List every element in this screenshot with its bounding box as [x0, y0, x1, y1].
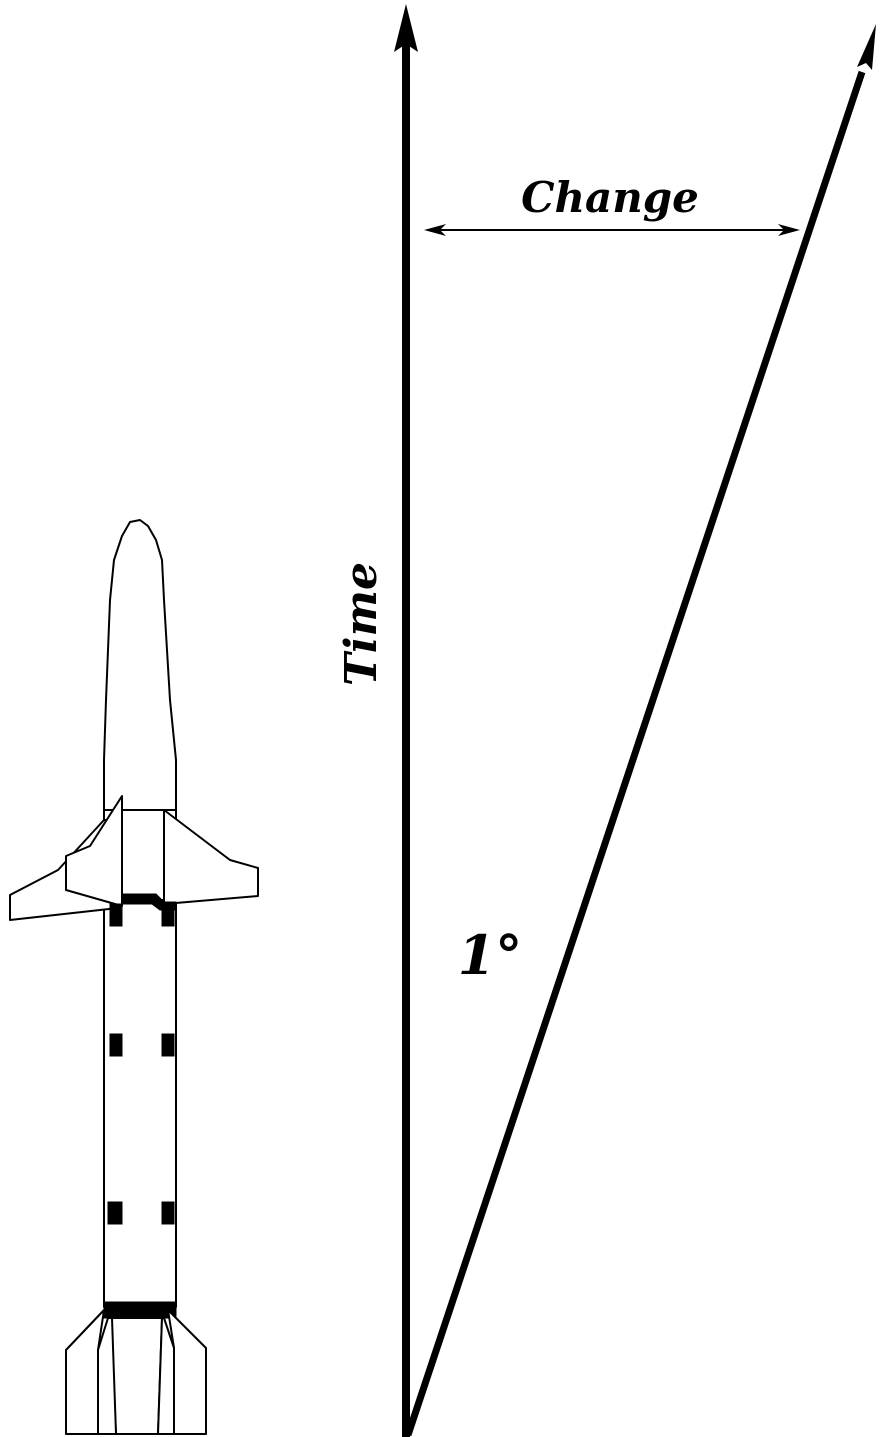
- change-arrow-right-head: [778, 224, 800, 236]
- deviated-trajectory: [404, 24, 876, 1437]
- rocket-right-wing: [163, 809, 259, 905]
- rocket-body-tube: [103, 894, 177, 1308]
- rocket-tail-fin-right: [167, 1309, 207, 1435]
- deviated-trajectory-line: [404, 70, 866, 1437]
- rocket-marking: [109, 903, 123, 927]
- rocket-tail-fin-edge: [157, 1317, 175, 1435]
- rocket-left-wing-inner: [65, 795, 123, 907]
- time-axis-arrowhead: [394, 4, 418, 52]
- rocket-icon: [9, 519, 259, 1435]
- rocket-tail-fin-center: [109, 1317, 163, 1435]
- time-label: Time: [336, 562, 387, 686]
- rocket-marking: [109, 1033, 123, 1057]
- rocket-tail-fin-edge: [97, 1317, 117, 1435]
- angle-label: 1°: [458, 923, 523, 987]
- rocket-marking: [161, 1201, 175, 1225]
- deviated-trajectory-arrowhead: [857, 24, 876, 70]
- change-label: Change: [521, 173, 699, 222]
- rocket-tail-band: [103, 1301, 177, 1319]
- time-axis: [394, 4, 418, 1437]
- change-measure: Change: [424, 173, 800, 236]
- rocket-marking: [107, 1201, 123, 1225]
- rocket-nose-cone: [103, 519, 177, 813]
- rocket-marking: [161, 903, 175, 927]
- rocket-tail-fin-left: [65, 1309, 105, 1435]
- rocket-marking: [161, 1033, 175, 1057]
- change-arrow-left-head: [424, 224, 446, 236]
